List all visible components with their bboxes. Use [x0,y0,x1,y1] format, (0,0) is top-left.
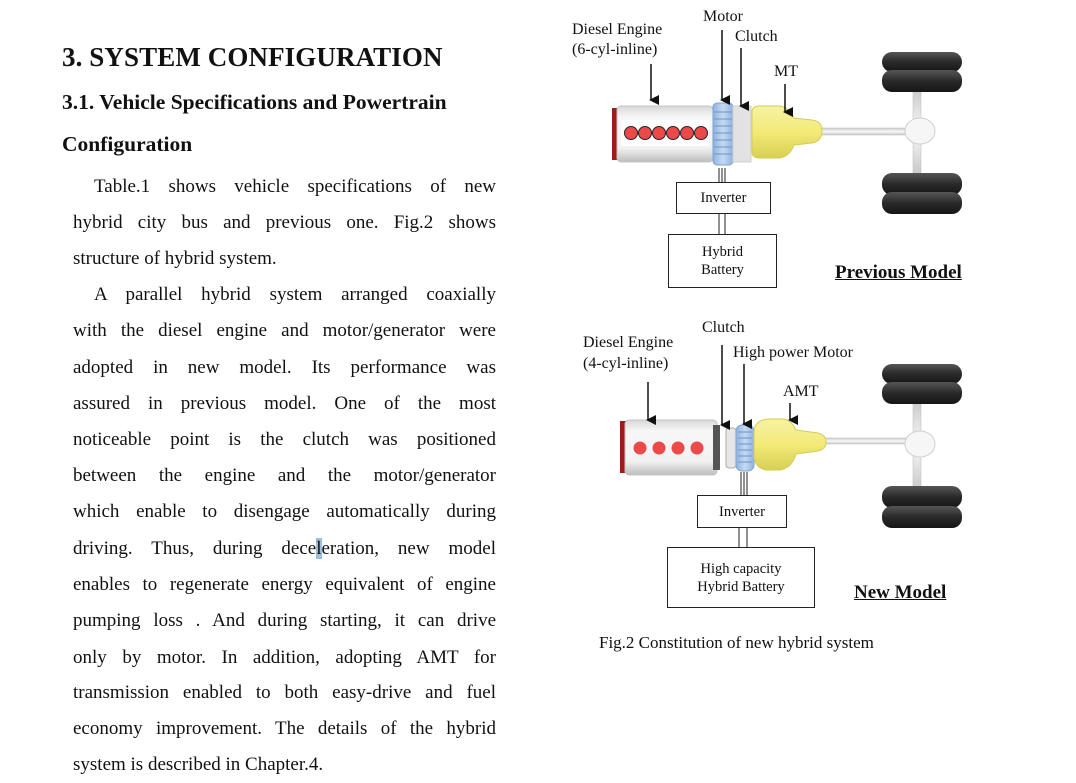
section-heading: 3. SYSTEM CONFIGURATION [62,42,443,72]
label-engine-type: (6-cyl-inline) [572,41,658,58]
cylinder-icon [671,441,685,455]
text-line: enables to regenerate energy equivalent … [73,574,496,595]
battery-label-line-2: Hybrid Battery [697,578,785,595]
text-line-with-selection[interactable]: driving. Thus, during deceleration, new … [73,538,496,560]
new-model-powertrain [620,345,962,547]
figure-caption: Fig.2 Constitution of new hybrid system [599,633,874,652]
differential-icon [904,117,936,145]
subsection-heading-line-1: 3.1. Vehicle Specifications and Powertra… [62,90,447,114]
text-line: which enable to disengage automatically … [73,501,496,522]
battery-label-line-2: Battery [701,262,744,278]
previous-model-label: Previous Model [835,262,962,283]
flywheel-icon [612,108,619,160]
flywheel-icon [620,421,627,473]
text-fragment: driving. Thus, during dece [73,538,317,559]
cylinder-icon [690,441,704,455]
label-clutch: Clutch [735,28,778,45]
inverter-box: Inverter [676,182,771,214]
tire-icon [882,486,962,528]
new-model-label: New Model [854,582,947,603]
cylinder-icon [633,441,647,455]
battery-box: High capacity Hybrid Battery [667,547,815,608]
text-line: system is described in Chapter.4. [73,754,324,775]
tire-icon [882,364,962,404]
motor-inverter-wires [740,472,748,495]
motor-inverter-wires [718,168,726,182]
label-engine: Diesel Engine [572,21,663,38]
label-engine-type: (4-cyl-inline) [583,355,669,372]
cylinder-icon [680,126,694,140]
battery-label-line-1: Hybrid [701,244,744,260]
text-line: with the diesel engine and motor/generat… [73,320,496,341]
cylinder-icon [666,126,680,140]
cylinder-icon [652,126,666,140]
cylinder-icon [638,126,652,140]
text-line: hybrid city bus and previous one. Fig.2 … [73,212,496,233]
inverter-box: Inverter [697,495,787,528]
text-line: between the engine and the motor/generat… [73,465,496,486]
tire-icon [882,173,962,214]
inverter-label: Inverter [700,190,747,206]
clutch-icon [725,427,737,469]
previous-model-powertrain [612,30,962,234]
label-transmission: AMT [783,383,819,400]
text-line: pumping loss . And during starting, it c… [73,610,496,631]
engine-end-plate [713,425,720,470]
cylinders [633,441,704,455]
cylinder-icon [652,441,666,455]
inverter-battery-wires [738,527,748,547]
text-line: economy improvement. The details of the … [73,718,496,739]
cylinder-icon [624,126,638,140]
label-clutch: Clutch [702,319,745,336]
label-motor: High power Motor [733,344,853,361]
inverter-label: Inverter [719,503,765,520]
text-selection-highlight[interactable]: l [316,538,322,559]
drive-shaft [814,127,916,136]
inverter-battery-wires [718,213,726,234]
label-motor: Motor [703,8,743,25]
label-transmission: MT [774,63,798,80]
text-fragment: eration, new model [321,538,497,559]
cylinder-icon [694,126,708,140]
cylinders [624,126,708,140]
text-line: Table.1 shows vehicle specifications of … [94,176,496,197]
tire-icon [882,52,962,92]
transmission-icon [751,105,823,159]
text-line: only by motor. In addition, adopting AMT… [73,647,496,668]
transmission-icon [753,418,827,471]
text-line: noticeable point is the clutch was posit… [73,429,496,450]
differential-icon [904,430,936,458]
text-line: structure of hybrid system. [73,248,277,269]
text-line: assured in previous model. One of the mo… [73,393,496,414]
text-line: adopted in new model. Its performance wa… [73,357,496,378]
subsection-heading-line-2: Configuration [62,132,193,156]
battery-box: Hybrid Battery [668,234,777,288]
text-line: A parallel hybrid system arranged coaxia… [94,284,496,305]
clutch-icon [732,105,752,163]
text-line: transmission enabled to both easy-drive … [73,682,496,703]
label-engine: Diesel Engine [583,334,674,351]
battery-label-line-1: High capacity [700,560,782,577]
